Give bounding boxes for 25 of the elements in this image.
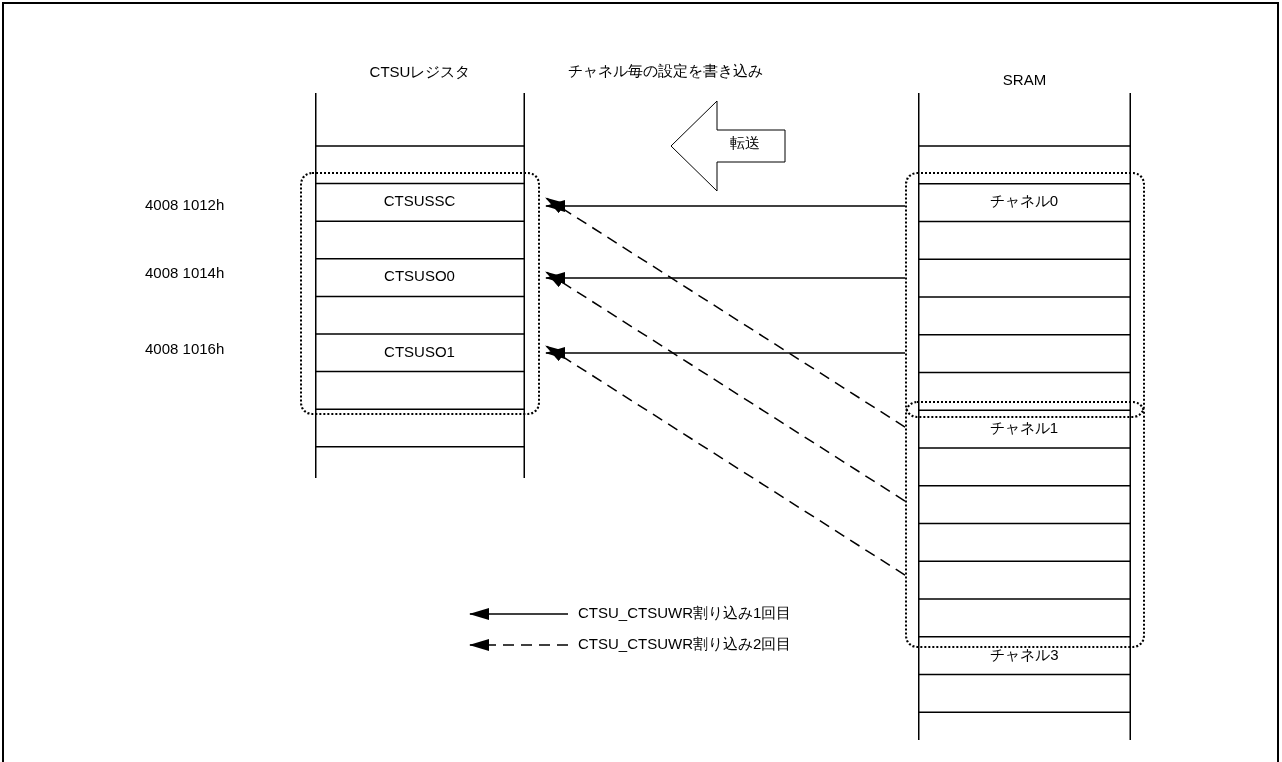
legend-text: CTSU_CTSUWR割り込み1回目 (578, 604, 792, 623)
legend-text: CTSU_CTSUWR割り込み2回目 (578, 635, 792, 654)
memory-cell: チャネル0 (917, 183, 1131, 222)
column-heading: CTSUレジスタ (368, 63, 472, 82)
memory-cell: CTSUSO0 (314, 258, 525, 297)
arrow (545, 345, 906, 576)
transfer-block-arrow: 転送 (670, 100, 786, 192)
address-label: 4008 1014h (145, 264, 225, 281)
arrow (545, 200, 906, 212)
dotted-group-outline (905, 401, 1145, 648)
annotation-text: チャネル毎の設定を書き込み (568, 62, 763, 81)
dotted-group-outline (905, 172, 1145, 418)
dotted-group-outline (300, 172, 540, 415)
arrow (545, 197, 906, 428)
arrow (545, 347, 906, 359)
memory-cell: CTSUSO1 (314, 333, 525, 373)
memory-cell: チャネル3 (918, 636, 1131, 676)
memory-cell: チャネル1 (917, 409, 1131, 449)
memory-column (315, 63, 525, 478)
address-label: 4008 1012h (145, 196, 225, 213)
arrow (545, 271, 906, 502)
address-label: 4008 1016h (145, 340, 225, 357)
memory-cell: CTSUSSC (314, 183, 525, 222)
column-heading: SRAM (1001, 71, 1048, 88)
arrow (545, 272, 906, 284)
